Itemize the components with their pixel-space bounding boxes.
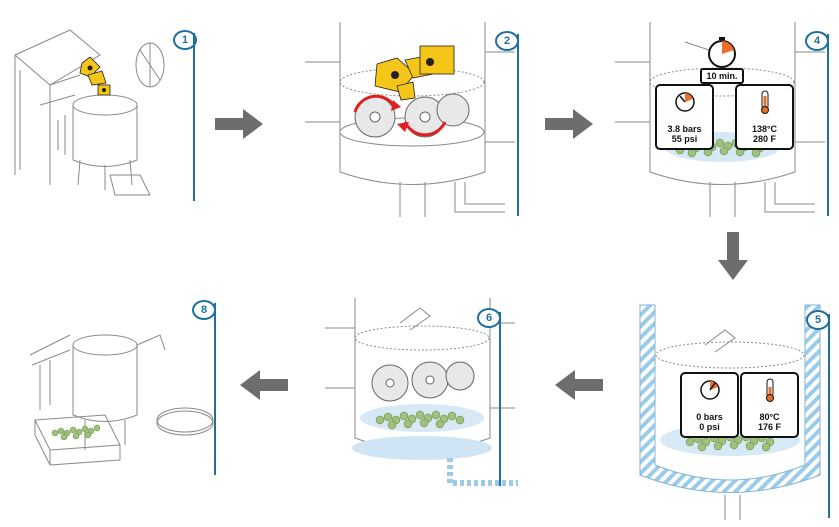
pressure-bars: 0 bars bbox=[696, 412, 723, 422]
biohazard-bag-icon bbox=[374, 45, 455, 101]
temperature-celsius: 138°C bbox=[751, 124, 778, 134]
arrow-right-icon bbox=[545, 109, 593, 139]
panel-step-6: 6 bbox=[325, 298, 520, 488]
step-badge: 8 bbox=[192, 300, 216, 320]
cooling-illustration bbox=[325, 298, 518, 486]
sterilization-illustration bbox=[615, 22, 825, 217]
step-badge: 1 bbox=[173, 30, 197, 50]
pressure-psi: 55 psi bbox=[671, 134, 698, 144]
biohazard-bag-icon bbox=[79, 56, 111, 96]
step-badge: 6 bbox=[477, 308, 501, 328]
panel-step-2: 2 bbox=[305, 22, 520, 217]
panel-edge bbox=[499, 312, 501, 486]
rotation-arrows bbox=[353, 94, 447, 137]
step-badge: 5 bbox=[806, 310, 830, 330]
thermometer-icon bbox=[761, 90, 769, 114]
panel-edge bbox=[517, 34, 519, 216]
temperature-fahrenheit: 280 F bbox=[752, 134, 776, 144]
shredding-illustration bbox=[305, 22, 515, 217]
timer-icon bbox=[708, 37, 736, 68]
pressure-psi: 0 psi bbox=[699, 422, 720, 432]
timer-duration: 10 min. bbox=[700, 68, 744, 84]
step-badge: 4 bbox=[805, 31, 829, 51]
waste-pile bbox=[51, 424, 101, 441]
temperature-fahrenheit: 176 F bbox=[757, 422, 781, 432]
arrow-down-icon bbox=[718, 232, 748, 280]
panel-edge bbox=[828, 314, 830, 518]
pressure-gauge-icon bbox=[700, 380, 720, 400]
arrow-left-icon bbox=[555, 370, 603, 400]
waste-pile bbox=[685, 432, 775, 452]
arrow-left-icon bbox=[240, 370, 288, 400]
panel-edge bbox=[193, 33, 195, 201]
panel-edge bbox=[827, 34, 829, 216]
arrow-right-icon bbox=[215, 109, 263, 139]
thermometer-icon bbox=[766, 378, 774, 402]
panel-step-1: 1 bbox=[10, 25, 197, 203]
panel-step-8: 8 bbox=[10, 295, 216, 477]
pressure-gauge-icon bbox=[675, 92, 695, 112]
unloading-illustration bbox=[29, 334, 214, 466]
loading-illustration bbox=[14, 29, 165, 196]
step-badge: 2 bbox=[495, 31, 519, 51]
pressure-bars: 3.8 bars bbox=[667, 124, 702, 134]
shredder-blades bbox=[371, 361, 475, 402]
shredder-blades bbox=[354, 93, 470, 138]
waste-pile bbox=[375, 410, 465, 430]
panel-edge bbox=[214, 303, 216, 475]
temperature-celsius: 80°C bbox=[759, 412, 780, 422]
